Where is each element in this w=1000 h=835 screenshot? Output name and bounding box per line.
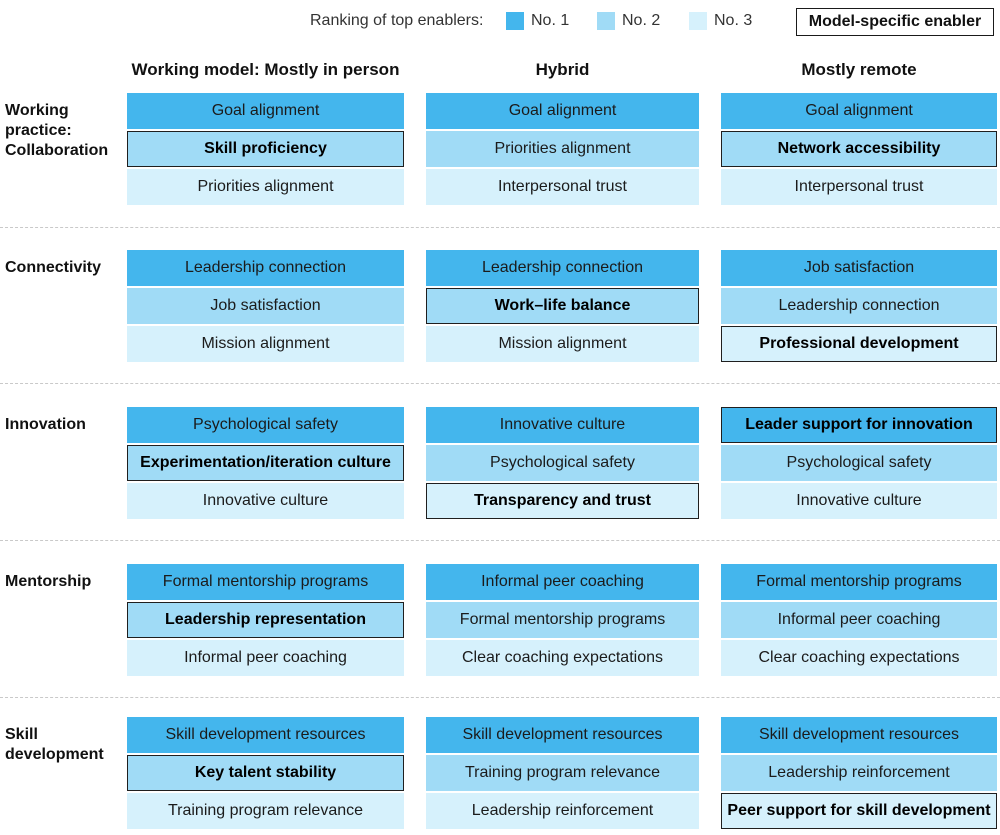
enabler-cell: Leadership connection bbox=[127, 250, 404, 286]
enabler-cell: Leadership reinforcement bbox=[426, 793, 699, 829]
enabler-cell: Clear coaching expectations bbox=[721, 640, 997, 676]
section-divider bbox=[0, 383, 1000, 384]
enabler-cell: Job satisfaction bbox=[127, 288, 404, 324]
enabler-cell: Interpersonal trust bbox=[721, 169, 997, 205]
enabler-cell-model-specific: Key talent stability bbox=[127, 755, 404, 791]
row-label-skill-development: Skill development bbox=[5, 726, 104, 763]
column-header-mostly-remote: Mostly remote bbox=[801, 60, 917, 79]
column-header-working-model-mostly-in-person: Working model: Mostly in person bbox=[131, 60, 400, 79]
enabler-cell: Priorities alignment bbox=[127, 169, 404, 205]
section-divider bbox=[0, 227, 1000, 228]
enabler-cell-model-specific: Transparency and trust bbox=[426, 483, 699, 519]
enabler-cell: Goal alignment bbox=[426, 93, 699, 129]
enabler-cell: Innovative culture bbox=[426, 407, 699, 443]
enabler-cell-model-specific: Leader support for innovation bbox=[721, 407, 997, 443]
section-divider bbox=[0, 697, 1000, 698]
enabler-cell: Formal mentorship programs bbox=[127, 564, 404, 600]
legend-model-specific-box: Model-specific enabler bbox=[796, 8, 994, 36]
enabler-cell: Innovative culture bbox=[721, 483, 997, 519]
enabler-cell-model-specific: Leadership representation bbox=[127, 602, 404, 638]
legend-label-rank-3: No. 3 bbox=[714, 12, 753, 29]
enabler-cell: Innovative culture bbox=[127, 483, 404, 519]
row-label-connectivity: Connectivity bbox=[5, 259, 102, 276]
enabler-cell: Skill development resources bbox=[721, 717, 997, 753]
row-label-mentorship: Mentorship bbox=[5, 573, 92, 590]
enabler-cell: Informal peer coaching bbox=[426, 564, 699, 600]
enabler-cell: Goal alignment bbox=[721, 93, 997, 129]
enabler-cell-model-specific: Experimentation/iteration culture bbox=[127, 445, 404, 481]
enabler-cell: Training program relevance bbox=[127, 793, 404, 829]
enabler-cell: Training program relevance bbox=[426, 755, 699, 791]
row-label-working-practice-collaboration: Working practice: Collaboration bbox=[5, 102, 109, 159]
enabler-cell: Formal mentorship programs bbox=[721, 564, 997, 600]
legend-label-rank-2: No. 2 bbox=[622, 12, 661, 29]
enabler-cell: Psychological safety bbox=[426, 445, 699, 481]
enabler-cell-model-specific: Peer support for skill development bbox=[721, 793, 997, 829]
enabler-cell: Priorities alignment bbox=[426, 131, 699, 167]
enabler-cell-model-specific: Network accessibility bbox=[721, 131, 997, 167]
legend-label-rank-1: No. 1 bbox=[531, 12, 570, 29]
enabler-cell: Skill development resources bbox=[426, 717, 699, 753]
legend: Ranking of top enablers: No. 1 No. 2 No.… bbox=[0, 8, 1000, 36]
enabler-cell-model-specific: Professional development bbox=[721, 326, 997, 362]
enabler-cell: Clear coaching expectations bbox=[426, 640, 699, 676]
enabler-cell: Formal mentorship programs bbox=[426, 602, 699, 638]
enabler-cell: Job satisfaction bbox=[721, 250, 997, 286]
legend-title: Ranking of top enablers: bbox=[310, 12, 484, 29]
enabler-cell-model-specific: Work–life balance bbox=[426, 288, 699, 324]
enabler-cell: Leadership connection bbox=[426, 250, 699, 286]
enabler-cell-model-specific: Skill proficiency bbox=[127, 131, 404, 167]
enabler-cell: Mission alignment bbox=[426, 326, 699, 362]
enabler-cell: Leadership reinforcement bbox=[721, 755, 997, 791]
enabler-cell: Informal peer coaching bbox=[721, 602, 997, 638]
row-label-innovation: Innovation bbox=[5, 416, 86, 433]
enabler-cell: Goal alignment bbox=[127, 93, 404, 129]
section-divider bbox=[0, 540, 1000, 541]
enabler-cell: Leadership connection bbox=[721, 288, 997, 324]
legend-swatch-rank-1 bbox=[506, 12, 524, 30]
legend-swatch-rank-2 bbox=[597, 12, 615, 30]
enabler-cell: Interpersonal trust bbox=[426, 169, 699, 205]
enabler-cell: Psychological safety bbox=[127, 407, 404, 443]
enabler-cell: Skill development resources bbox=[127, 717, 404, 753]
enabler-cell: Informal peer coaching bbox=[127, 640, 404, 676]
enabler-cell: Psychological safety bbox=[721, 445, 997, 481]
column-header-hybrid: Hybrid bbox=[535, 60, 590, 79]
enabler-cell: Mission alignment bbox=[127, 326, 404, 362]
legend-swatch-rank-3 bbox=[689, 12, 707, 30]
